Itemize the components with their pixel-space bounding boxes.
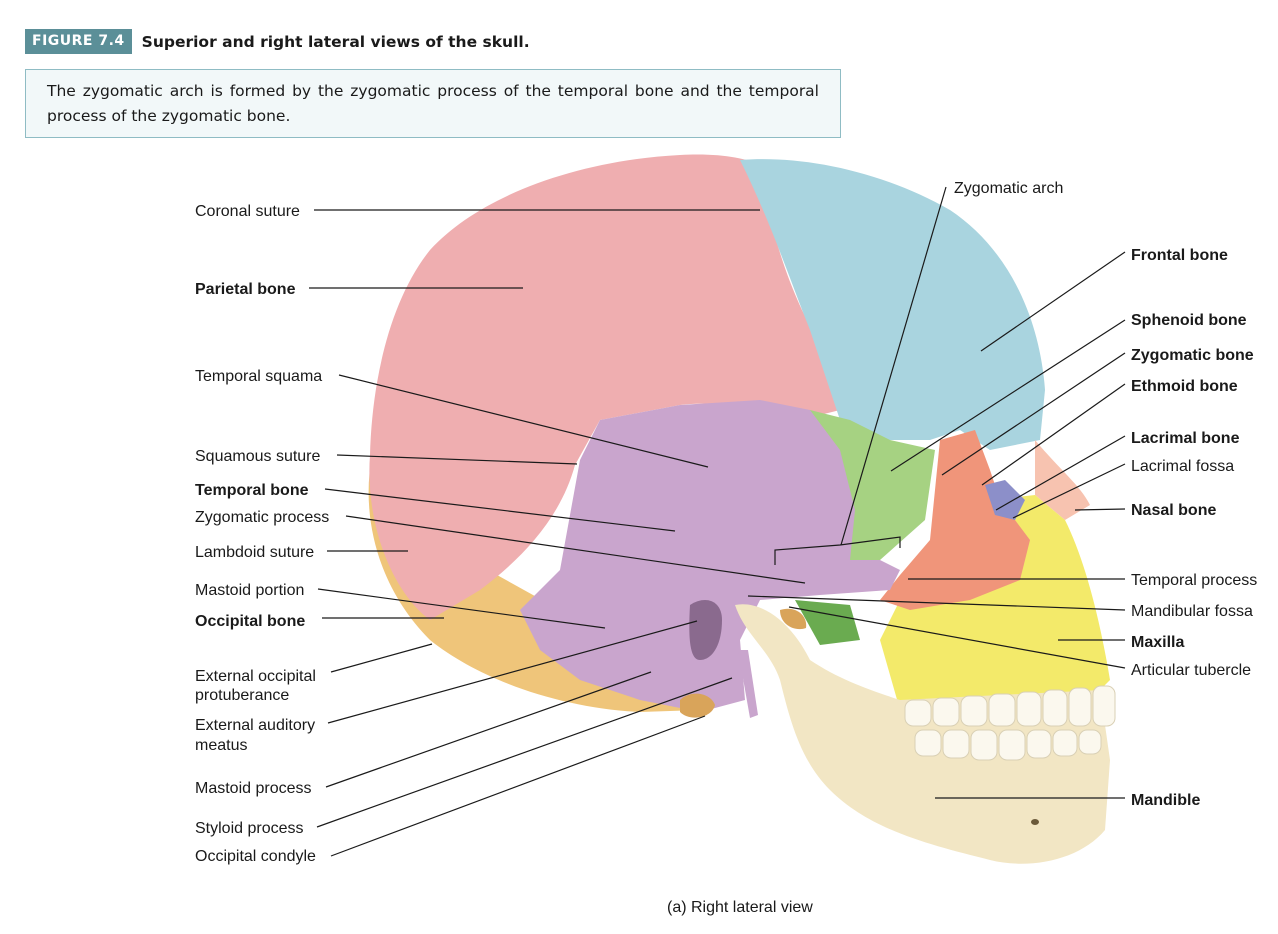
label-maxilla: Maxilla bbox=[1131, 634, 1184, 651]
label-parietal-bone: Parietal bone bbox=[195, 281, 296, 298]
teeth bbox=[904, 685, 1116, 761]
styloid-process-shape bbox=[738, 650, 758, 718]
label-ext-occipital-protuberance-2: protuberance bbox=[195, 687, 289, 704]
label-ext-auditory-meatus-2: meatus bbox=[195, 737, 247, 754]
zygomatic-region bbox=[880, 430, 1030, 610]
view-caption: (a) Right lateral view bbox=[667, 899, 813, 916]
label-frontal-bone: Frontal bone bbox=[1131, 247, 1228, 264]
label-lacrimal-fossa: Lacrimal fossa bbox=[1131, 458, 1234, 475]
label-mandibular-fossa: Mandibular fossa bbox=[1131, 603, 1253, 620]
figure-tag: FIGURE 7.4 bbox=[25, 29, 132, 54]
figure-title: Superior and right lateral views of the … bbox=[141, 32, 530, 51]
temporal-region bbox=[520, 400, 900, 712]
label-coronal-suture: Coronal suture bbox=[195, 203, 300, 220]
label-temporal-squama: Temporal squama bbox=[195, 368, 322, 385]
articular-tubercle-shape bbox=[780, 608, 807, 630]
label-lacrimal-bone: Lacrimal bone bbox=[1131, 430, 1240, 447]
nasal-region bbox=[1035, 440, 1090, 520]
label-zygomatic-process: Zygomatic process bbox=[195, 509, 329, 526]
label-articular-tubercle: Articular tubercle bbox=[1131, 662, 1251, 679]
label-temporal-process: Temporal process bbox=[1131, 572, 1257, 589]
label-zygomatic-bone: Zygomatic bone bbox=[1131, 347, 1254, 364]
label-nasal-bone: Nasal bone bbox=[1131, 502, 1216, 519]
label-squamous-suture: Squamous suture bbox=[195, 448, 321, 465]
label-occipital-condyle: Occipital condyle bbox=[195, 848, 316, 865]
labels-right: Zygomatic arch Frontal bone Sphenoid bon… bbox=[954, 180, 1257, 809]
skull-illustration bbox=[368, 154, 1116, 864]
ethmoid-region bbox=[985, 480, 1025, 520]
label-ext-occipital-protuberance-1: External occipital bbox=[195, 668, 316, 685]
label-sphenoid-bone: Sphenoid bone bbox=[1131, 312, 1247, 329]
leader-lines-left bbox=[309, 209, 806, 857]
label-zygomatic-arch: Zygomatic arch bbox=[954, 180, 1063, 197]
label-mandible: Mandible bbox=[1131, 792, 1200, 809]
figure-header: FIGURE 7.4 Superior and right lateral vi… bbox=[25, 29, 530, 54]
mental-foramen bbox=[1031, 819, 1039, 825]
label-ext-auditory-meatus-1: External auditory bbox=[195, 717, 315, 734]
label-occipital-bone: Occipital bone bbox=[195, 613, 305, 630]
label-ethmoid-bone: Ethmoid bone bbox=[1131, 378, 1238, 395]
auditory-meatus-shape bbox=[689, 600, 722, 660]
occipital-condyle-shape bbox=[680, 693, 715, 718]
leader-lines-right bbox=[747, 186, 1126, 799]
figure-caption: The zygomatic arch is formed by the zygo… bbox=[25, 69, 841, 138]
labels-left: Coronal suture Parietal bone Temporal sq… bbox=[195, 203, 329, 865]
label-lambdoid-suture: Lambdoid suture bbox=[195, 544, 314, 561]
label-mastoid-portion: Mastoid portion bbox=[195, 582, 304, 599]
label-temporal-bone: Temporal bone bbox=[195, 482, 309, 499]
frontal-region bbox=[740, 159, 1045, 451]
label-mastoid-process: Mastoid process bbox=[195, 780, 312, 797]
parietal-region bbox=[369, 154, 840, 620]
label-styloid-process: Styloid process bbox=[195, 820, 304, 837]
